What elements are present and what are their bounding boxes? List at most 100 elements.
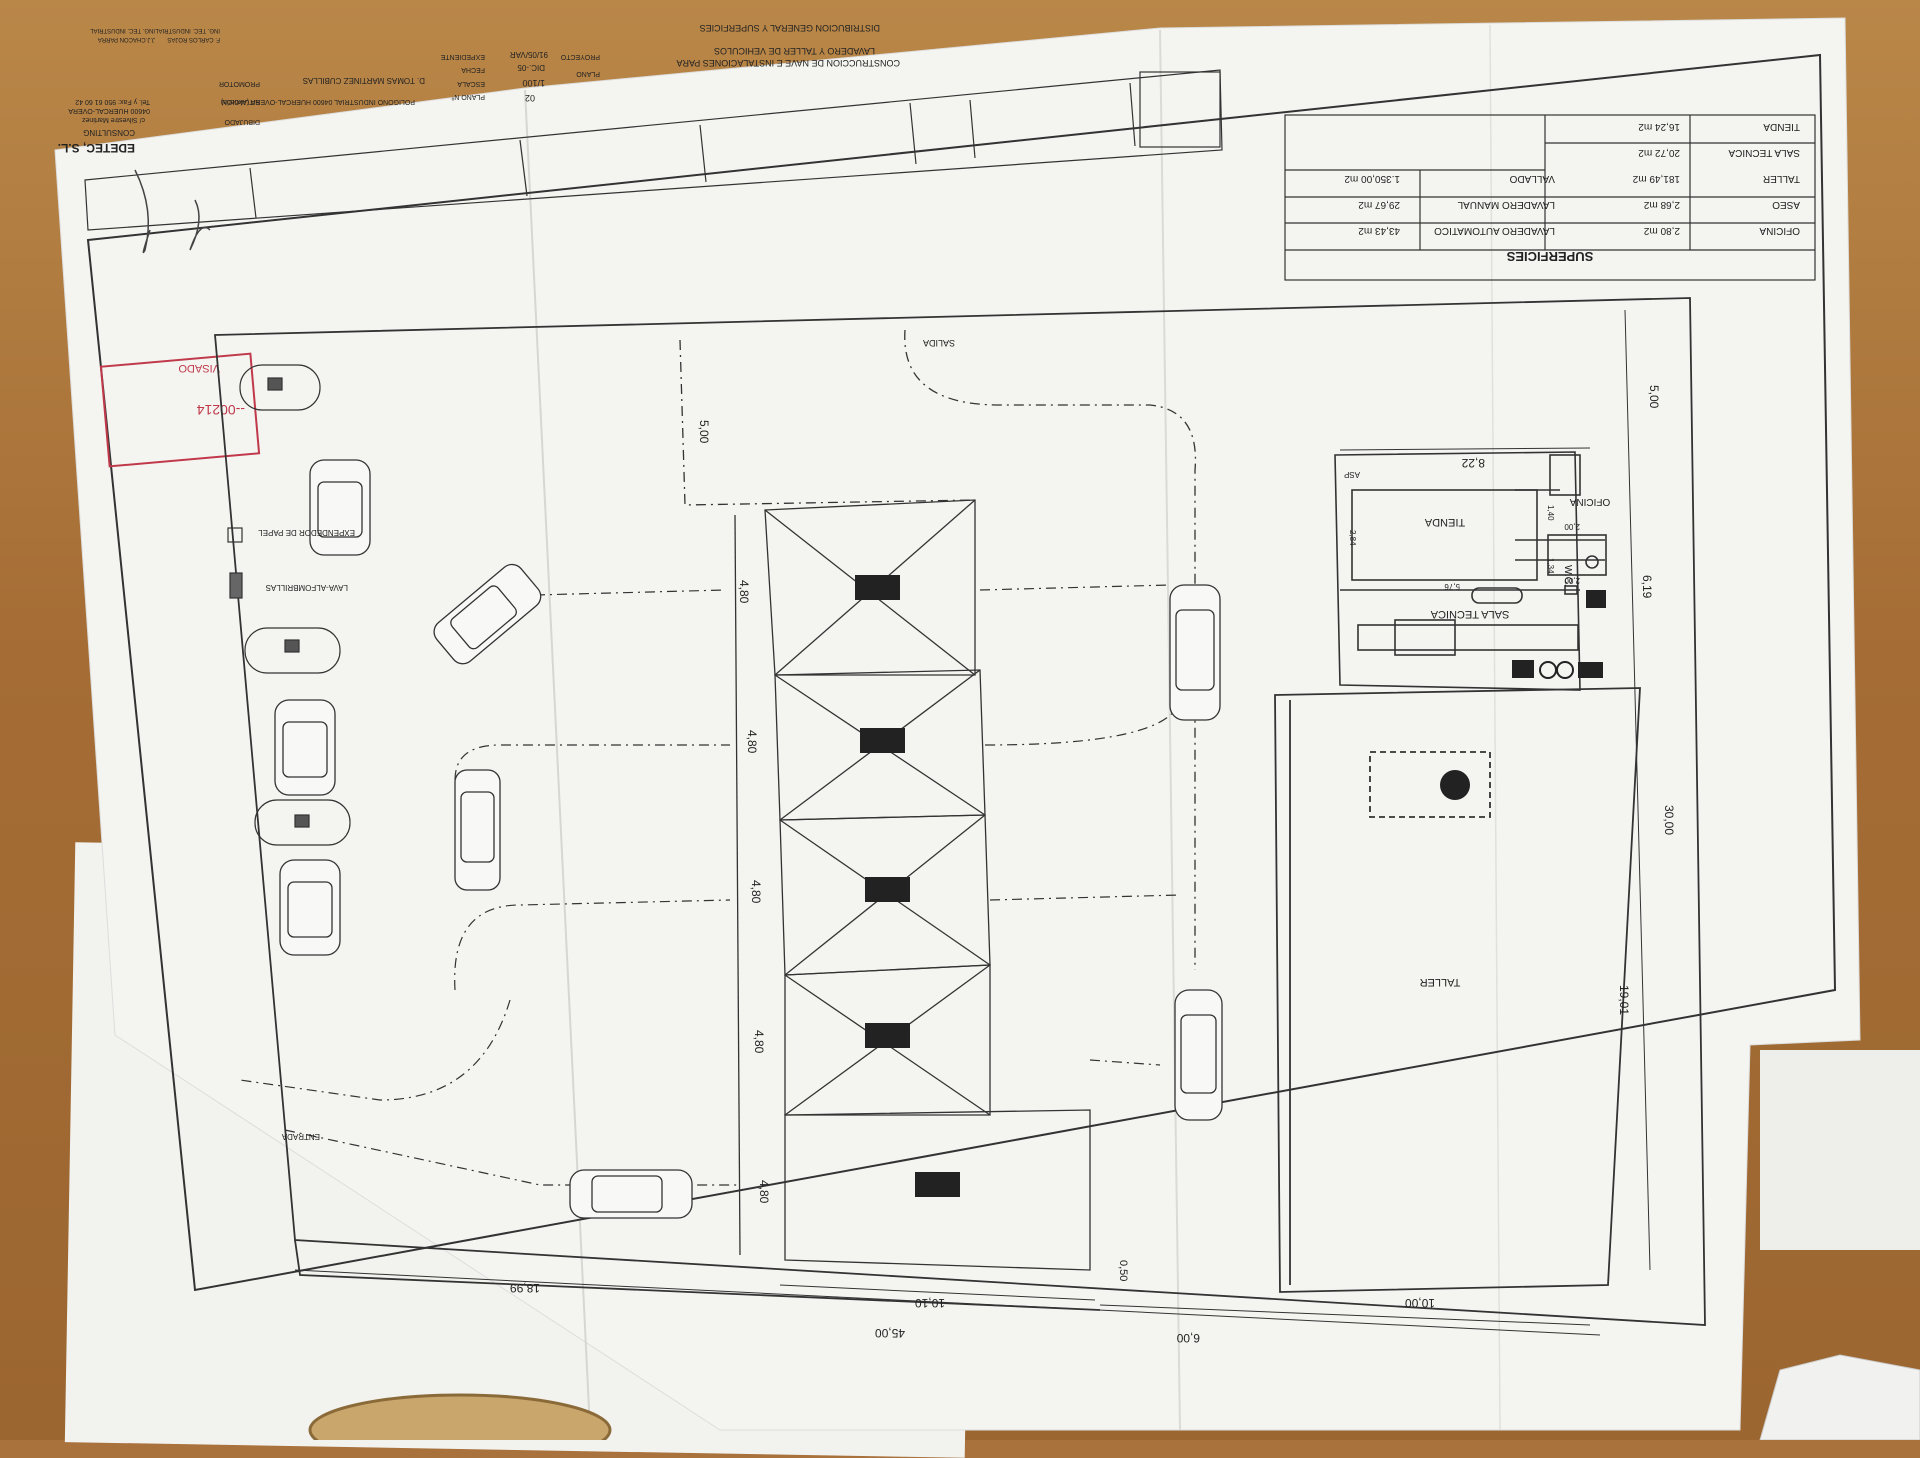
surfaces-cell: 2,80 m2 [1643, 225, 1680, 236]
wash-bays [734, 499, 1091, 1271]
title-block [84, 69, 1223, 231]
surfaces-cell: VALLADO [1509, 173, 1555, 184]
site-outline [214, 297, 1706, 1326]
dim-3000: 30,00 [1662, 805, 1676, 835]
surfaces-cell: OFICINA [1759, 225, 1800, 236]
label-expediente: EXPEDIENTE [440, 53, 485, 60]
plan-title: DISTRIBUCION GENERAL Y SUPERFICIES [700, 23, 880, 33]
dim-600: 6,00 [1176, 1331, 1200, 1345]
label-promotor: PROMOTOR [219, 80, 260, 87]
room-sala-tecnica: SALA TECNICA [1430, 608, 1509, 620]
dim-140: 1,40 [1546, 505, 1555, 521]
project-title-2: LAVADERO Y TALLER DE VEHICULOS [714, 46, 875, 56]
surfaces-cell: 1.350,00 m2 [1344, 173, 1400, 184]
car [569, 1169, 693, 1219]
bay-dims: 4,80 4,80 4,80 4,80 4,80 [737, 580, 771, 1204]
dims-right [1339, 309, 1651, 1271]
engineer-4: ING. TEC. INDUSTRIAL [154, 27, 220, 33]
dim-200a: 2,00 [1564, 522, 1580, 531]
company-address-2: 04600 HUERCAL-OVERA [68, 107, 150, 114]
dim-050: 0,50 [1117, 1260, 1129, 1281]
dim-284: 2,84 [1348, 530, 1357, 546]
expendedor-label: EXPENDEDOR DE PAPEL [258, 528, 355, 537]
fecha-value: DIC.-05 [517, 63, 545, 72]
room-taller: TALLER [1420, 976, 1461, 988]
label-fecha: FECHA [461, 66, 485, 73]
dims-bottom-text: 0,50 18,99 10,10 45,00 6,00 10,00 [510, 1260, 1435, 1345]
signature-2 [189, 199, 211, 251]
project-title-1: CONSTRUCCION DE NAVE E INSTALACIONES PAR… [676, 58, 900, 68]
dim-480-2: 4,80 [745, 730, 759, 754]
car [1169, 584, 1221, 721]
company-name: EDETEC, S.L. [58, 141, 135, 155]
fold-line [1159, 29, 1181, 1431]
label-escala: ESCALA [457, 80, 485, 87]
label-dibujado: DIBUJADO [224, 118, 260, 125]
promotor-value: D. TOMAS MARTINEZ CUBILLAS [303, 76, 425, 85]
fold-line [1489, 24, 1501, 1431]
building-upper [1334, 451, 1607, 691]
cars [274, 459, 1223, 1219]
label-situacion: SITUACION [222, 98, 260, 105]
signature-1 [134, 169, 151, 254]
surfaces-table [1284, 114, 1816, 281]
surfaces-cell: SALA TECNICA [1728, 147, 1800, 158]
vacuum-islands [227, 364, 351, 846]
surfaces-cell: 16,24 m2 [1638, 121, 1680, 132]
label-proyecto: PROYECTO [560, 53, 600, 60]
entry-routes [239, 584, 1181, 1186]
document-underneath-right [1760, 1050, 1920, 1250]
dim-619: 6,19 [1640, 575, 1654, 599]
dim-200b: 2,00 [1564, 576, 1580, 585]
company-address-1: c/ Silvestre Martinez [81, 116, 145, 123]
car [279, 859, 341, 956]
dim-1901: 19,01 [1617, 985, 1631, 1015]
engineer-2: ING. TEC. INDUSTRIAL [89, 27, 155, 33]
surfaces-cell: LAVADERO MANUAL [1457, 199, 1555, 210]
dim-480-5: 4,80 [757, 1180, 771, 1204]
car [309, 459, 371, 556]
room-labels: TIENDA OFICINA W.C. SALA TECNICA ASP [1344, 470, 1610, 620]
lava-alfombrillas-label: LAVA-ALFOMBRILLAS [266, 583, 348, 592]
company-sub: CONSULTING [83, 128, 135, 137]
bay-drains [855, 575, 960, 1197]
label-plano: PLANO [576, 70, 600, 77]
room-oficina: OFICINA [1569, 496, 1610, 507]
engineer-3: F. CARLOS ROJAS [167, 36, 220, 42]
dim-480-4: 4,80 [752, 1030, 766, 1054]
car [1174, 989, 1223, 1121]
dim-576: 5,76 [1444, 582, 1460, 591]
surfaces-cell: TIENDA [1763, 121, 1800, 132]
room-tienda: TIENDA [1424, 516, 1465, 528]
label-plano-num: PLANO Nº [451, 93, 485, 100]
surfaces-cell: 43,43 m2 [1358, 225, 1400, 236]
escala-value: 1/100 [522, 78, 545, 88]
plano-num-value: 02 [525, 93, 535, 103]
salida-label: SALIDA [923, 338, 955, 348]
surfaces-cell: TALLER [1763, 173, 1800, 184]
stamp-text: VISADO [178, 362, 220, 374]
surfaces-cell: 20,72 m2 [1638, 147, 1680, 158]
dim-500-right: 5,00 [1647, 385, 1661, 409]
dim-1899: 18,99 [510, 1281, 540, 1295]
plan-border [86, 53, 1837, 1292]
car [274, 699, 336, 796]
crumpled-paper [1759, 1354, 1920, 1440]
situacion-value: POLIGONO INDUSTRIAL 04600 HUERCAL-OVERA … [221, 98, 415, 105]
expediente-value: 91/05/VAR [510, 50, 548, 59]
engineer-1: J.J.CHACON PARRA [98, 36, 155, 42]
plan-paper [54, 17, 1861, 1431]
asp-label: ASP [1344, 470, 1360, 479]
company-phone: Tel. y Fax: 950 61 60 42 [75, 98, 150, 105]
dim-480-1: 4,80 [737, 580, 751, 604]
exit-route [679, 329, 1197, 970]
surfaces-cell: ASEO [1772, 199, 1800, 210]
dim-4500: 45,00 [875, 1326, 905, 1340]
dim-1000: 10,00 [1405, 1296, 1435, 1310]
surfaces-cell: 2,68 m2 [1643, 199, 1680, 210]
taller-room [1274, 687, 1641, 1293]
dim-500-top: 5,00 [697, 420, 711, 444]
wicker-basket [308, 1393, 612, 1440]
